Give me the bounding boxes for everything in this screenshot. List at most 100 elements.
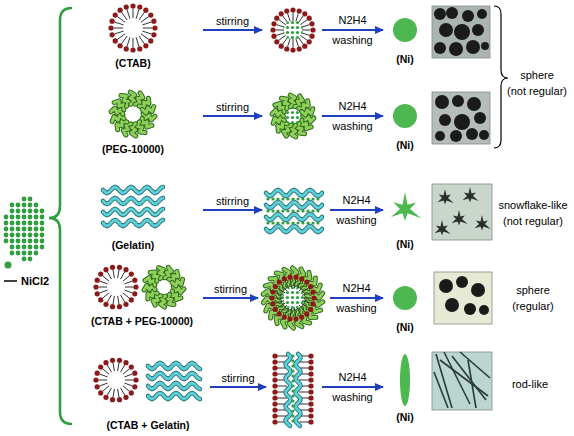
nickel-ion <box>16 203 21 208</box>
nickel-ion <box>4 221 9 226</box>
nickel-ion <box>286 197 289 200</box>
surfactant-head <box>287 316 292 321</box>
node-label: (PEG-10000) <box>68 142 198 156</box>
nickel-ion <box>4 227 9 232</box>
surfactant-tail <box>103 276 110 281</box>
surfactant-head <box>290 7 295 12</box>
process-arrow <box>322 115 383 117</box>
surfactant-head <box>95 384 100 389</box>
surfactant-tail <box>298 37 303 44</box>
nickel-ion <box>40 221 45 226</box>
surfactant-head <box>308 419 313 424</box>
tem-particle <box>435 131 445 141</box>
surfactant-head <box>98 272 103 277</box>
surfactant-tail <box>302 30 311 31</box>
surfactant-head <box>110 19 115 24</box>
surfactant-tail <box>296 39 299 47</box>
surfactant-head <box>130 3 135 8</box>
nickel-ion <box>10 233 15 238</box>
step-label: stirring <box>216 14 249 28</box>
nickel-ion <box>291 221 294 224</box>
gelatin-strand <box>286 354 291 426</box>
nickel-ion <box>291 394 294 397</box>
nickel-ion <box>301 221 304 224</box>
tem-particle <box>467 97 481 111</box>
surfactant-head <box>272 383 277 388</box>
surfactant-head <box>299 276 304 281</box>
surfactant-tail <box>103 293 110 298</box>
tem-image <box>432 184 492 240</box>
surfactant-head <box>308 307 313 312</box>
nickel-ion <box>316 221 319 224</box>
surfactant-head <box>113 38 118 43</box>
surfactant-head <box>93 377 98 382</box>
surfactant-tail <box>277 386 287 387</box>
surfactant-tail <box>121 388 125 395</box>
surfactant-head <box>133 377 138 382</box>
surfactant-tail <box>127 10 130 19</box>
tem-rod <box>434 372 448 408</box>
surfactant-tail <box>302 33 310 36</box>
surfactant-tail <box>107 272 111 279</box>
peg-chain <box>165 267 172 278</box>
nickel-ion <box>28 257 33 262</box>
surfactant-tail <box>125 290 133 293</box>
surfactant-head <box>117 358 122 363</box>
surfactant-tail <box>122 12 128 20</box>
surfactant-head <box>304 311 309 316</box>
surfactant-head <box>277 280 282 285</box>
tem-particle <box>462 10 474 22</box>
surfactant-head <box>293 275 298 280</box>
nickel-ion <box>276 197 279 200</box>
nickel-ion <box>10 209 15 214</box>
surfactant-head <box>148 38 153 43</box>
gelatin-outline <box>296 354 301 426</box>
tem-particle <box>452 210 468 225</box>
surfactant-head <box>272 359 277 364</box>
gelatin-strand <box>103 209 163 215</box>
reagent-label: N2H4 <box>342 281 370 295</box>
peg-chain <box>111 108 123 114</box>
surfactant-tail <box>136 10 139 19</box>
surfactant-head <box>307 39 312 44</box>
tem-particle <box>439 114 451 126</box>
peg-chain-outline <box>302 109 313 115</box>
morphology-label: rod-like <box>512 377 548 391</box>
surfactant-head <box>270 301 275 306</box>
step-label: washing <box>332 33 372 47</box>
surfactant-tail <box>143 28 153 29</box>
surfactant-head <box>137 46 142 51</box>
nickel-ion <box>311 197 314 200</box>
surfactant-tail <box>136 37 139 46</box>
step-label: washing <box>336 301 376 315</box>
nickel-ion <box>271 197 274 200</box>
gelatin-strand <box>148 383 200 389</box>
gelatin-outline <box>148 373 200 379</box>
nickel-sphere <box>393 18 417 42</box>
gelatin-strand <box>103 198 163 204</box>
node-shape <box>385 278 425 318</box>
surfactant-tail <box>113 296 114 304</box>
surfactant-head <box>273 284 278 289</box>
surfactant-head <box>297 46 302 51</box>
morphology-label: (regular) <box>512 299 554 313</box>
nickel-ion <box>22 245 27 250</box>
peg-chain-outline <box>270 278 282 290</box>
surfactant-head <box>118 43 123 48</box>
surfactant-tail <box>288 39 291 47</box>
surfactant-tail <box>100 374 108 377</box>
tem-image <box>432 6 490 58</box>
peg-chain <box>137 122 145 133</box>
nickel-ion <box>28 197 33 202</box>
surfactant-head <box>103 267 108 272</box>
surfactant-head <box>308 377 313 382</box>
surfactant-head <box>132 371 137 376</box>
node-label: (Ni) <box>365 52 445 66</box>
peg-chain <box>121 95 129 106</box>
surfactant-head <box>279 11 284 16</box>
surfactant-head <box>308 353 313 358</box>
surfactant-head <box>309 21 314 26</box>
nickel-ion <box>291 414 294 417</box>
gelatin-strand <box>148 363 200 369</box>
morphology-label: (not regular) <box>503 214 563 228</box>
